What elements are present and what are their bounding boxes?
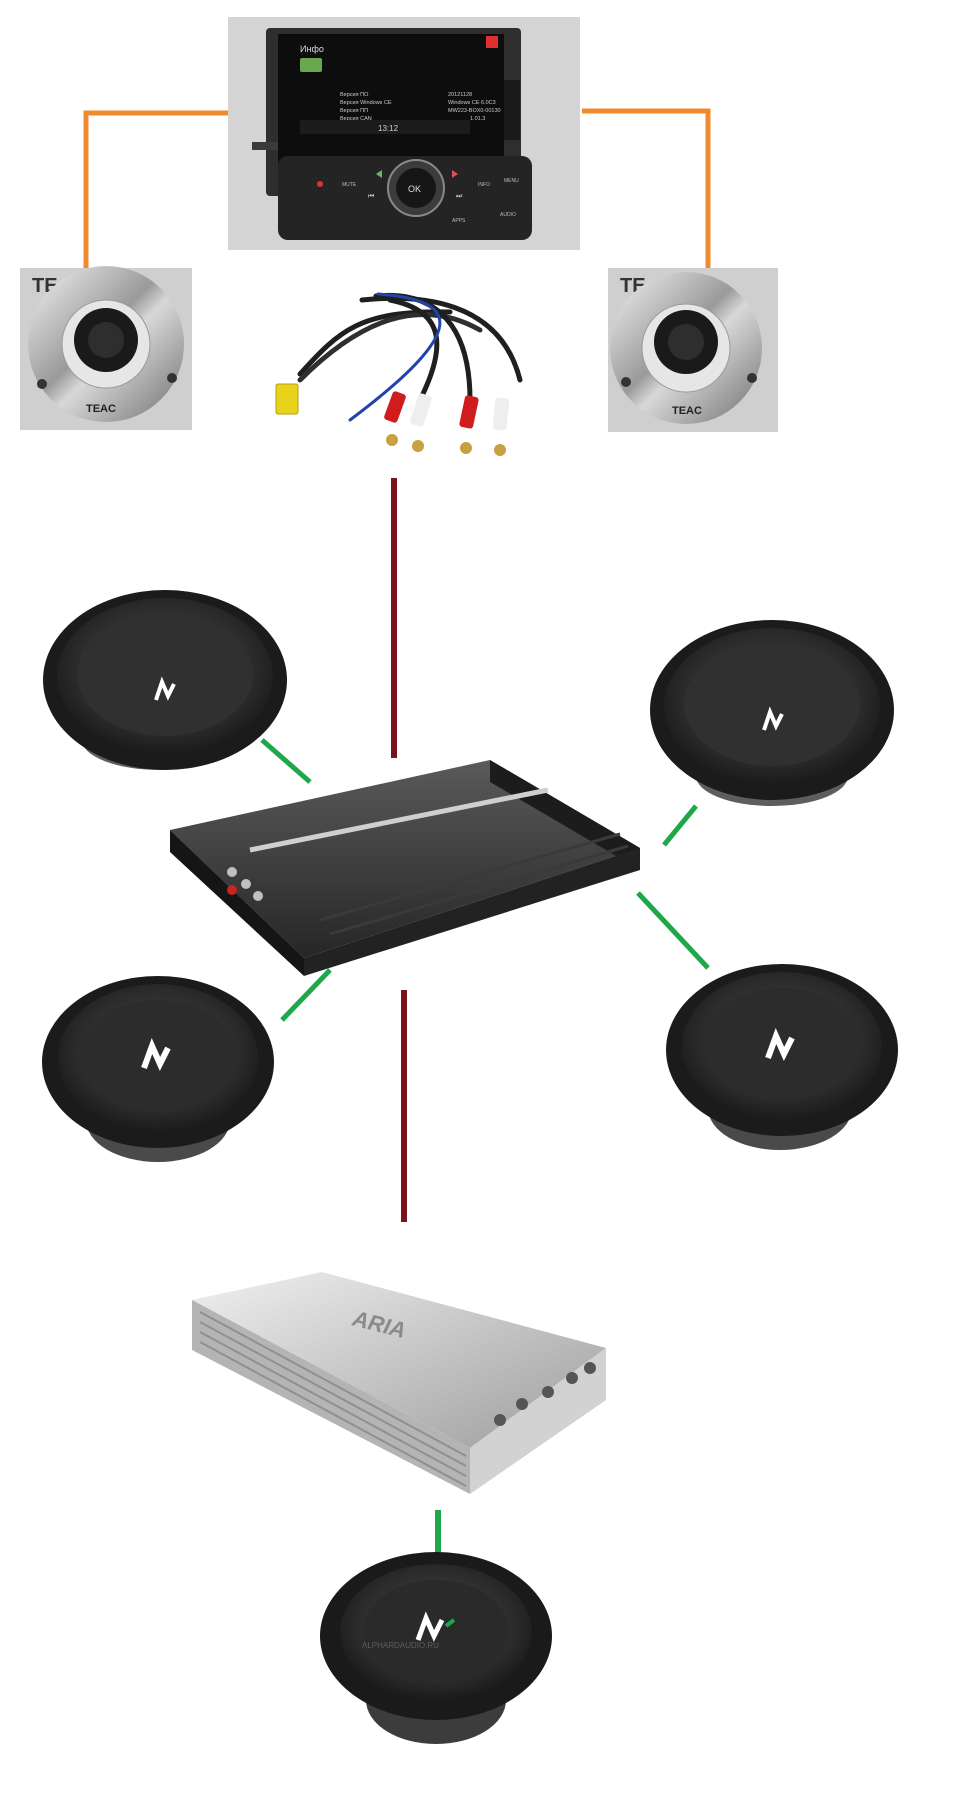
right-tweeter-wire (582, 108, 711, 268)
svg-text:Версия CAN: Версия CAN (340, 116, 372, 122)
hangup-icon (452, 170, 458, 178)
screen-home-icon (300, 58, 322, 72)
screen-clock: 13:12 (378, 124, 399, 133)
brand-logo-icon (141, 1037, 171, 1072)
subwoofer: ALPHARDAUDIO.RU (320, 1552, 552, 1744)
svg-text:20121128: 20121128 (448, 92, 472, 98)
wire-rear-left (280, 968, 332, 1022)
tweeter-left: TE TEAC (20, 266, 192, 430)
svg-text:Версия Windows CE: Версия Windows CE (340, 100, 392, 106)
info-label: INFO (478, 182, 490, 188)
head-unit: Инфо Версия ПО 20121128 Версия Windows C… (228, 17, 580, 250)
svg-text:MW223-BOX0-00130: MW223-BOX0-00130 (448, 108, 501, 114)
tweeter-right: TE TEAC (608, 268, 778, 432)
watermark: ALPHARDAUDIO.RU (362, 1641, 439, 1650)
screen-close-icon (486, 36, 498, 48)
brand-logo-icon (765, 1027, 795, 1062)
svg-text:1.01.3: 1.01.3 (470, 116, 485, 122)
iso-connector (275, 383, 299, 415)
speaker-rear-right (666, 964, 898, 1150)
speaker-wires (260, 738, 710, 1556)
svg-text:Windows CE 6.0C3: Windows CE 6.0C3 (448, 100, 496, 106)
ok-label: OK (408, 184, 421, 194)
rca-adapter-cable (275, 292, 523, 456)
wire-rear-right (636, 891, 710, 970)
brand-logo-icon (154, 676, 176, 701)
apps-label: APPS (452, 218, 466, 224)
speaker-front-right (650, 620, 894, 806)
screen-title: Инфо (300, 44, 324, 54)
logo-accent-icon (444, 1618, 456, 1628)
brand-logo-icon (762, 706, 784, 731)
speaker-front-left (43, 590, 287, 770)
call-icon (376, 170, 382, 178)
left-tweeter-wire (83, 110, 230, 268)
menu-label: MENU (504, 178, 519, 184)
brand-logo-icon (415, 1611, 445, 1642)
mono-amplifier: ARIA (192, 1272, 606, 1494)
speaker-rear-left (42, 976, 274, 1162)
mute-label: MUTE (342, 182, 357, 188)
prev-track-icon: ⏮ (368, 193, 374, 200)
svg-text:Версия ПО: Версия ПО (340, 92, 369, 98)
tweeter-right-brand: TEAC (672, 405, 702, 417)
wire-front-left (260, 738, 312, 784)
info-rows: Версия ПО 20121128 Версия Windows CE Win… (340, 92, 501, 122)
audio-label: AUDIO (500, 212, 516, 218)
wire-front-right (662, 804, 698, 847)
four-channel-amplifier (170, 760, 640, 976)
tweeter-left-brand: TEAC (86, 403, 116, 415)
svg-text:Версия ПП: Версия ПП (340, 108, 368, 114)
rca-lines (391, 478, 407, 1222)
power-icon (317, 181, 323, 187)
tweeter-wires (83, 108, 711, 268)
next-track-icon: ⏭ (456, 193, 463, 200)
